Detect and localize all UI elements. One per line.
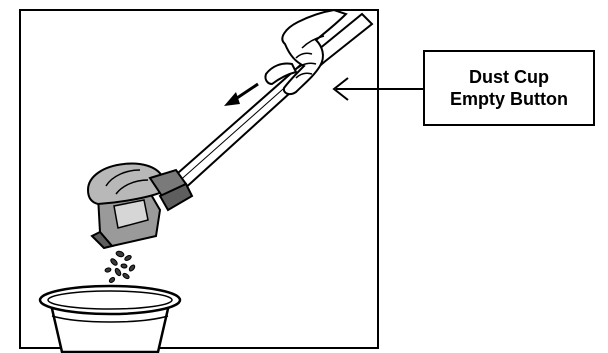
callout-label-box: Dust Cup Empty Button [423,50,595,126]
trash-bin [38,284,182,353]
callout-label-line-1: Dust Cup [469,67,549,87]
callout-arrow-icon [332,77,423,101]
push-direction-arrow-icon [224,82,259,106]
dust-cup-head [86,162,194,250]
callout-label-line-2: Empty Button [450,89,568,109]
hand-icon [264,8,348,96]
